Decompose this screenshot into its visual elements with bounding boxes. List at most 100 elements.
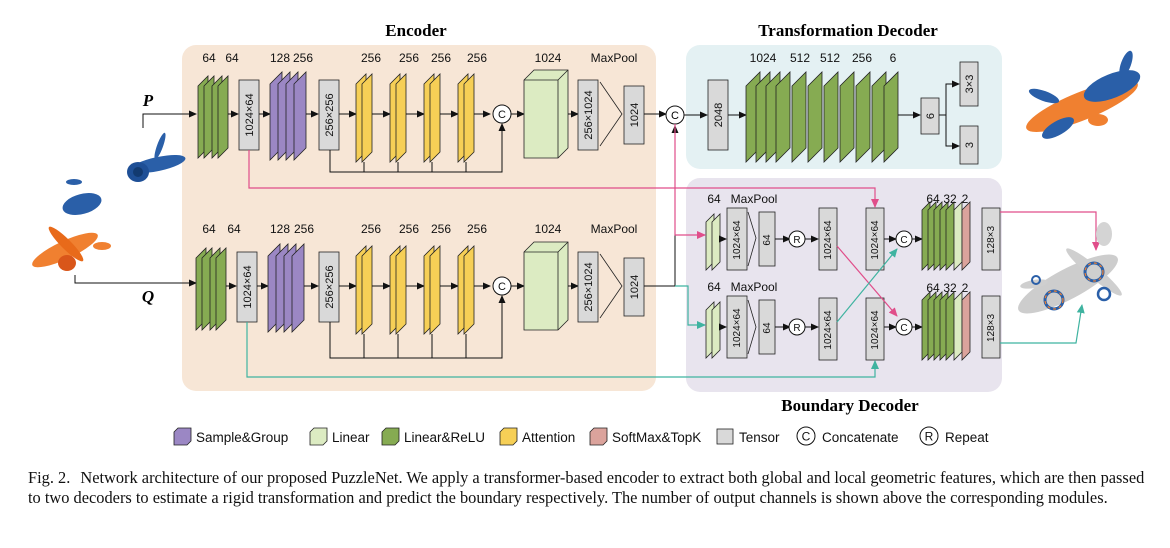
encoder-title: Encoder xyxy=(385,21,447,40)
bd2-head-ch-1: 64 xyxy=(926,281,940,295)
enc-top-tensor-4: 1024 xyxy=(629,103,641,127)
enc-bot-tensor-1: 1024×64 xyxy=(242,265,254,308)
bd1-tensor-b: 64 xyxy=(762,234,773,246)
legend-item-sample-group: Sample&Group xyxy=(173,427,288,446)
legend-item-attention: Attention xyxy=(499,427,575,446)
enc-top-ch-5: 256 xyxy=(361,51,381,65)
bd1-tensor-a: 1024×64 xyxy=(732,220,743,260)
bd2-tensor-out: 128×3 xyxy=(986,314,997,343)
legend-label-linear: Linear xyxy=(332,430,370,445)
enc-bot-ch-8: 256 xyxy=(467,222,487,236)
tr-tensor-in: 2048 xyxy=(713,103,725,127)
bd2-tensor-b: 64 xyxy=(762,322,773,334)
enc-bot-ch-5: 256 xyxy=(361,222,381,236)
bd2-ch-64: 64 xyxy=(707,280,721,294)
enc-top-ch-6: 256 xyxy=(399,51,419,65)
bd2-concat-symbol: C xyxy=(900,323,907,334)
enc-top-tensor-2: 256×256 xyxy=(324,93,336,136)
enc-top-ch-10: MaxPool xyxy=(591,51,638,65)
enc-bot-ch-10: MaxPool xyxy=(591,222,638,236)
q-input-line xyxy=(74,275,197,287)
bd2-maxpool: MaxPool xyxy=(731,280,778,294)
enc-bot-ch-4: 256 xyxy=(294,222,314,236)
tr-ch-4: 256 xyxy=(852,51,872,65)
bd1-tensor-d: 1024×64 xyxy=(870,220,881,260)
encoder-bottom-branch xyxy=(195,125,679,359)
input-point-cloud-p xyxy=(62,132,186,215)
transformation-decoder-title: Transformation Decoder xyxy=(758,21,938,40)
enc-top-tensor-3: 256×1024 xyxy=(583,90,595,139)
bd1-tensor-out: 128×3 xyxy=(986,226,997,255)
enc-bot-ch-7: 256 xyxy=(431,222,451,236)
legend-concat-symbol: C xyxy=(802,430,811,444)
p-input-line xyxy=(142,110,197,128)
input-point-cloud-q xyxy=(32,226,111,271)
bd1-tensor-c: 1024×64 xyxy=(823,220,834,260)
bd2-repeat-symbol: R xyxy=(793,323,800,334)
bd1-head-ch-3: 2 xyxy=(962,192,969,206)
legend: Sample&Group Linear Linear&ReLU Attentio… xyxy=(173,426,989,446)
legend-item-repeat: R Repeat xyxy=(919,426,989,446)
enc-bot-ch-9: 1024 xyxy=(535,222,562,236)
enc-top-ch-8: 256 xyxy=(467,51,487,65)
bd2-tensor-c: 1024×64 xyxy=(823,310,834,350)
legend-label-repeat: Repeat xyxy=(945,430,989,445)
legend-item-concatenate: C Concatenate xyxy=(796,426,899,446)
tr-tensor-six: 6 xyxy=(925,113,937,119)
enc-bot-tensor-4: 1024 xyxy=(629,275,641,299)
boundary-decoder xyxy=(705,201,1001,361)
legend-label-softmax-topk: SoftMax&TopK xyxy=(612,430,701,445)
encoder-top-branch xyxy=(197,69,667,173)
tr-tensor-trans: 3 xyxy=(964,142,976,148)
tr-ch-2: 512 xyxy=(790,51,810,65)
enc-bot-concat-symbol: C xyxy=(498,281,506,293)
bd2-head-ch-2: 32 xyxy=(943,281,957,295)
enc-bot-tensor-3: 256×1024 xyxy=(583,262,595,311)
legend-label-tensor: Tensor xyxy=(739,430,780,445)
input-p-label: P xyxy=(142,91,154,110)
output-boundary-point-cloud xyxy=(1018,222,1122,314)
figure-caption: Fig. 2.Network architecture of our propo… xyxy=(28,468,1148,508)
enc-top-ch-1: 64 xyxy=(202,51,216,65)
enc-bot-ch-3: 128 xyxy=(270,222,290,236)
legend-repeat-symbol: R xyxy=(925,430,934,444)
transformation-decoder xyxy=(707,61,979,165)
bd1-head-ch-2: 32 xyxy=(943,192,957,206)
architecture-diagram: Encoder Transformation Decoder Boundary … xyxy=(32,21,1141,446)
caption-fig-number: Fig. 2. xyxy=(28,468,71,487)
legend-label-sample-group: Sample&Group xyxy=(196,430,288,445)
bd1-maxpool: MaxPool xyxy=(731,192,778,206)
tr-ch-3: 512 xyxy=(820,51,840,65)
bd2-head-ch-3: 2 xyxy=(962,281,969,295)
global-concat-symbol: C xyxy=(671,110,679,122)
legend-label-linear-relu: Linear&ReLU xyxy=(404,430,485,445)
input-q-label: Q xyxy=(142,287,154,306)
enc-top-tensor-1: 1024×64 xyxy=(244,93,256,136)
legend-item-tensor: Tensor xyxy=(716,428,780,445)
enc-top-ch-7: 256 xyxy=(431,51,451,65)
enc-top-ch-9: 1024 xyxy=(535,51,562,65)
bd1-head-ch-1: 64 xyxy=(926,192,940,206)
bd2-tensor-a: 1024×64 xyxy=(732,308,743,348)
legend-label-attention: Attention xyxy=(522,430,575,445)
enc-bot-ch-1: 64 xyxy=(202,222,216,236)
bd1-concat-symbol: C xyxy=(900,235,907,246)
teal-feature-paths xyxy=(246,248,1085,378)
enc-top-ch-2: 64 xyxy=(225,51,239,65)
enc-bot-ch-2: 64 xyxy=(227,222,241,236)
bd2-tensor-d: 1024×64 xyxy=(870,310,881,350)
enc-bot-tensor-2: 256×256 xyxy=(324,265,336,308)
legend-item-softmax-topk: SoftMax&TopK xyxy=(589,427,701,446)
enc-top-ch-3: 128 xyxy=(270,51,290,65)
tr-ch-5: 6 xyxy=(890,51,897,65)
legend-item-linear: Linear xyxy=(309,427,370,446)
pink-feature-paths xyxy=(248,124,1100,317)
caption-text: Network architecture of our proposed Puz… xyxy=(28,468,1145,507)
bd1-ch-64: 64 xyxy=(707,192,721,206)
enc-bot-ch-6: 256 xyxy=(399,222,419,236)
bd1-repeat-symbol: R xyxy=(793,235,800,246)
boundary-decoder-title: Boundary Decoder xyxy=(781,396,919,415)
tr-ch-1: 1024 xyxy=(750,51,777,65)
enc-top-concat-symbol: C xyxy=(498,109,506,121)
tr-tensor-rot: 3×3 xyxy=(964,75,976,94)
